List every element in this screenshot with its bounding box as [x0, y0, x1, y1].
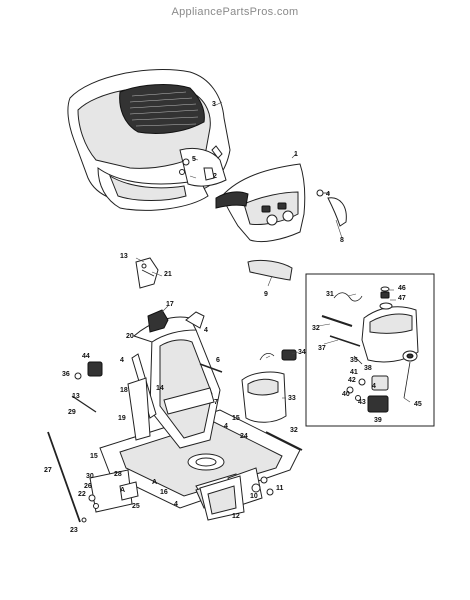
callout-19: 19	[118, 415, 126, 422]
callout-A-upper: A	[152, 479, 157, 486]
callout-13b: 13	[72, 393, 80, 400]
callout-10: 10	[250, 493, 258, 500]
ignition-switch-44	[74, 361, 103, 380]
bracket-21	[135, 257, 159, 289]
leader-lines	[135, 101, 411, 403]
lift-linkage	[81, 469, 139, 523]
callout-30: 30	[86, 473, 94, 480]
callout-41: 41	[350, 369, 358, 376]
callout-38: 38	[364, 365, 372, 372]
callout-45: 45	[414, 401, 422, 408]
callout-39: 39	[374, 417, 382, 424]
callout-4c: 4	[120, 357, 124, 364]
callout-12: 12	[232, 513, 240, 520]
callout-23: 23	[70, 527, 78, 534]
grille-fascia	[215, 163, 306, 243]
callout-36: 36	[62, 371, 70, 378]
callout-4f: 4	[372, 383, 376, 390]
callout-1: 1	[294, 151, 298, 158]
rod-32b	[265, 431, 303, 451]
fuel-hose-31	[333, 292, 363, 302]
callout-21: 21	[164, 271, 172, 278]
callout-11: 11	[276, 485, 284, 492]
fuel-tank	[361, 286, 419, 363]
fuel-pump-parts	[346, 355, 389, 413]
callout-27: 27	[44, 467, 52, 474]
callout-33: 33	[288, 395, 296, 402]
callout-9: 9	[264, 291, 268, 298]
callout-35: 35	[350, 357, 358, 364]
callout-7: 7	[214, 399, 218, 406]
callout-28: 28	[114, 471, 122, 478]
callout-44: 44	[82, 353, 90, 360]
rod-29	[71, 395, 97, 413]
callout-4e: 4	[174, 501, 178, 508]
callout-43: 43	[358, 399, 366, 406]
callout-26: 26	[84, 483, 92, 490]
callout-15a: 15	[232, 415, 240, 422]
callout-5: 5	[192, 156, 196, 163]
battery-box-33	[241, 371, 287, 423]
fuel-line-37	[329, 335, 361, 347]
callout-32a: 32	[312, 325, 320, 332]
callout-15b: 15	[90, 453, 98, 460]
callout-20: 20	[126, 333, 134, 340]
callout-A-lower: A	[120, 487, 125, 494]
rod-27	[47, 431, 81, 523]
hood-hardware	[203, 145, 347, 227]
callout-47: 47	[398, 295, 406, 302]
callout-14: 14	[156, 385, 164, 392]
fuel-system-box	[305, 273, 435, 427]
callout-labels: 1 2 3 4 4 4 4 4 4 5 6 7 8 9 10 11 12 13 …	[44, 101, 422, 534]
front-axle-bracket	[199, 475, 274, 521]
callout-32b: 32	[290, 427, 298, 434]
callout-40: 40	[342, 391, 350, 398]
callout-2: 2	[213, 173, 217, 180]
callout-42: 42	[348, 377, 356, 384]
hood-pivot-bracket	[127, 377, 151, 441]
callout-24: 24	[240, 433, 248, 440]
callout-4b: 4	[204, 327, 208, 334]
callout-29: 29	[68, 409, 76, 416]
callout-8: 8	[340, 237, 344, 244]
callout-37: 37	[318, 345, 326, 352]
lens-part	[247, 259, 293, 281]
callout-31: 31	[326, 291, 334, 298]
callout-6: 6	[216, 357, 220, 364]
fuel-filter-34	[259, 349, 297, 361]
callout-18: 18	[120, 387, 128, 394]
callout-4d: 4	[224, 423, 228, 430]
fuel-line-32	[321, 315, 353, 327]
callout-46: 46	[398, 285, 406, 292]
hood-assembly	[67, 69, 231, 211]
callout-4a: 4	[326, 191, 330, 198]
callout-22: 22	[78, 491, 86, 498]
callout-16: 16	[160, 489, 168, 496]
rod-6	[199, 363, 223, 373]
callout-17: 17	[166, 301, 174, 308]
callout-25: 25	[132, 503, 140, 510]
fuel-cap-45	[402, 350, 418, 399]
callout-13a: 13	[120, 253, 128, 260]
callout-34: 34	[298, 349, 306, 356]
callout-3: 3	[212, 101, 216, 108]
watermark: AppliancePartsPros.com	[171, 6, 299, 18]
